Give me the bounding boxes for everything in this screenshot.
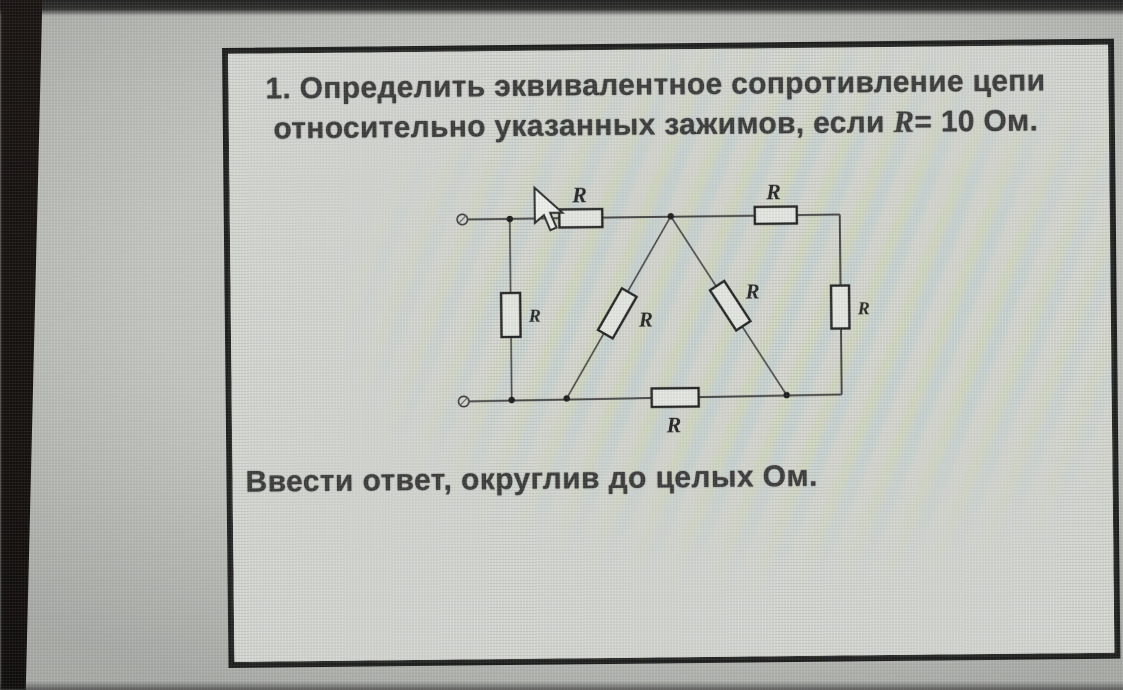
resistor-label: R (528, 306, 541, 326)
junction-dot (783, 391, 790, 399)
circuit-resistors (499, 205, 851, 409)
junction-dot (506, 215, 514, 223)
resistor-label: R (571, 182, 587, 207)
resistor-label: R (638, 308, 653, 332)
resistor-right-vertical (829, 284, 851, 330)
monitor-bezel-left (0, 0, 43, 690)
resistor-label: R (765, 179, 781, 204)
top-shadow-bar (0, 0, 1123, 16)
terminal-top-icon (456, 213, 469, 226)
title-line-2: относительно указанных зажимов, если R= … (229, 100, 1083, 149)
mouse-cursor-icon (533, 185, 566, 232)
bottom-shadow-bar (0, 681, 1123, 690)
junction-dots (506, 213, 790, 404)
answer-instruction: Ввести ответ, округлив до целых Ом. (245, 459, 818, 499)
resistance-symbol: R (893, 103, 915, 139)
title-line-2-text: относительно указанных зажимов, если (273, 105, 894, 146)
terminal-slash (459, 397, 468, 406)
resistor-label: R (665, 412, 681, 437)
problem-box: 1. Определить эквивалентное сопротивлени… (222, 38, 1121, 668)
resistor-top-right (753, 205, 799, 226)
resistor-left-vertical (499, 291, 522, 339)
resistor-labels: R R R R R R R (528, 179, 870, 437)
resistor-diagonal-left (596, 286, 639, 341)
terminal-bottom-icon (457, 395, 470, 408)
resistor-bottom (650, 386, 700, 409)
resistor-label: R (857, 298, 870, 318)
junction-dot (508, 396, 516, 404)
circuit-diagram: R R R R R R R (456, 179, 870, 437)
resistor-diagonal-right (708, 279, 753, 333)
junction-dot (667, 213, 675, 220)
problem-title: 1. Определить эквивалентное сопротивлени… (228, 61, 1109, 149)
resistor-top-left (557, 207, 604, 229)
junction-dot (563, 395, 570, 402)
terminal-slash (458, 215, 467, 224)
resistor-label: R (744, 279, 759, 303)
title-line-2-value: = 10 Ом. (914, 104, 1039, 139)
